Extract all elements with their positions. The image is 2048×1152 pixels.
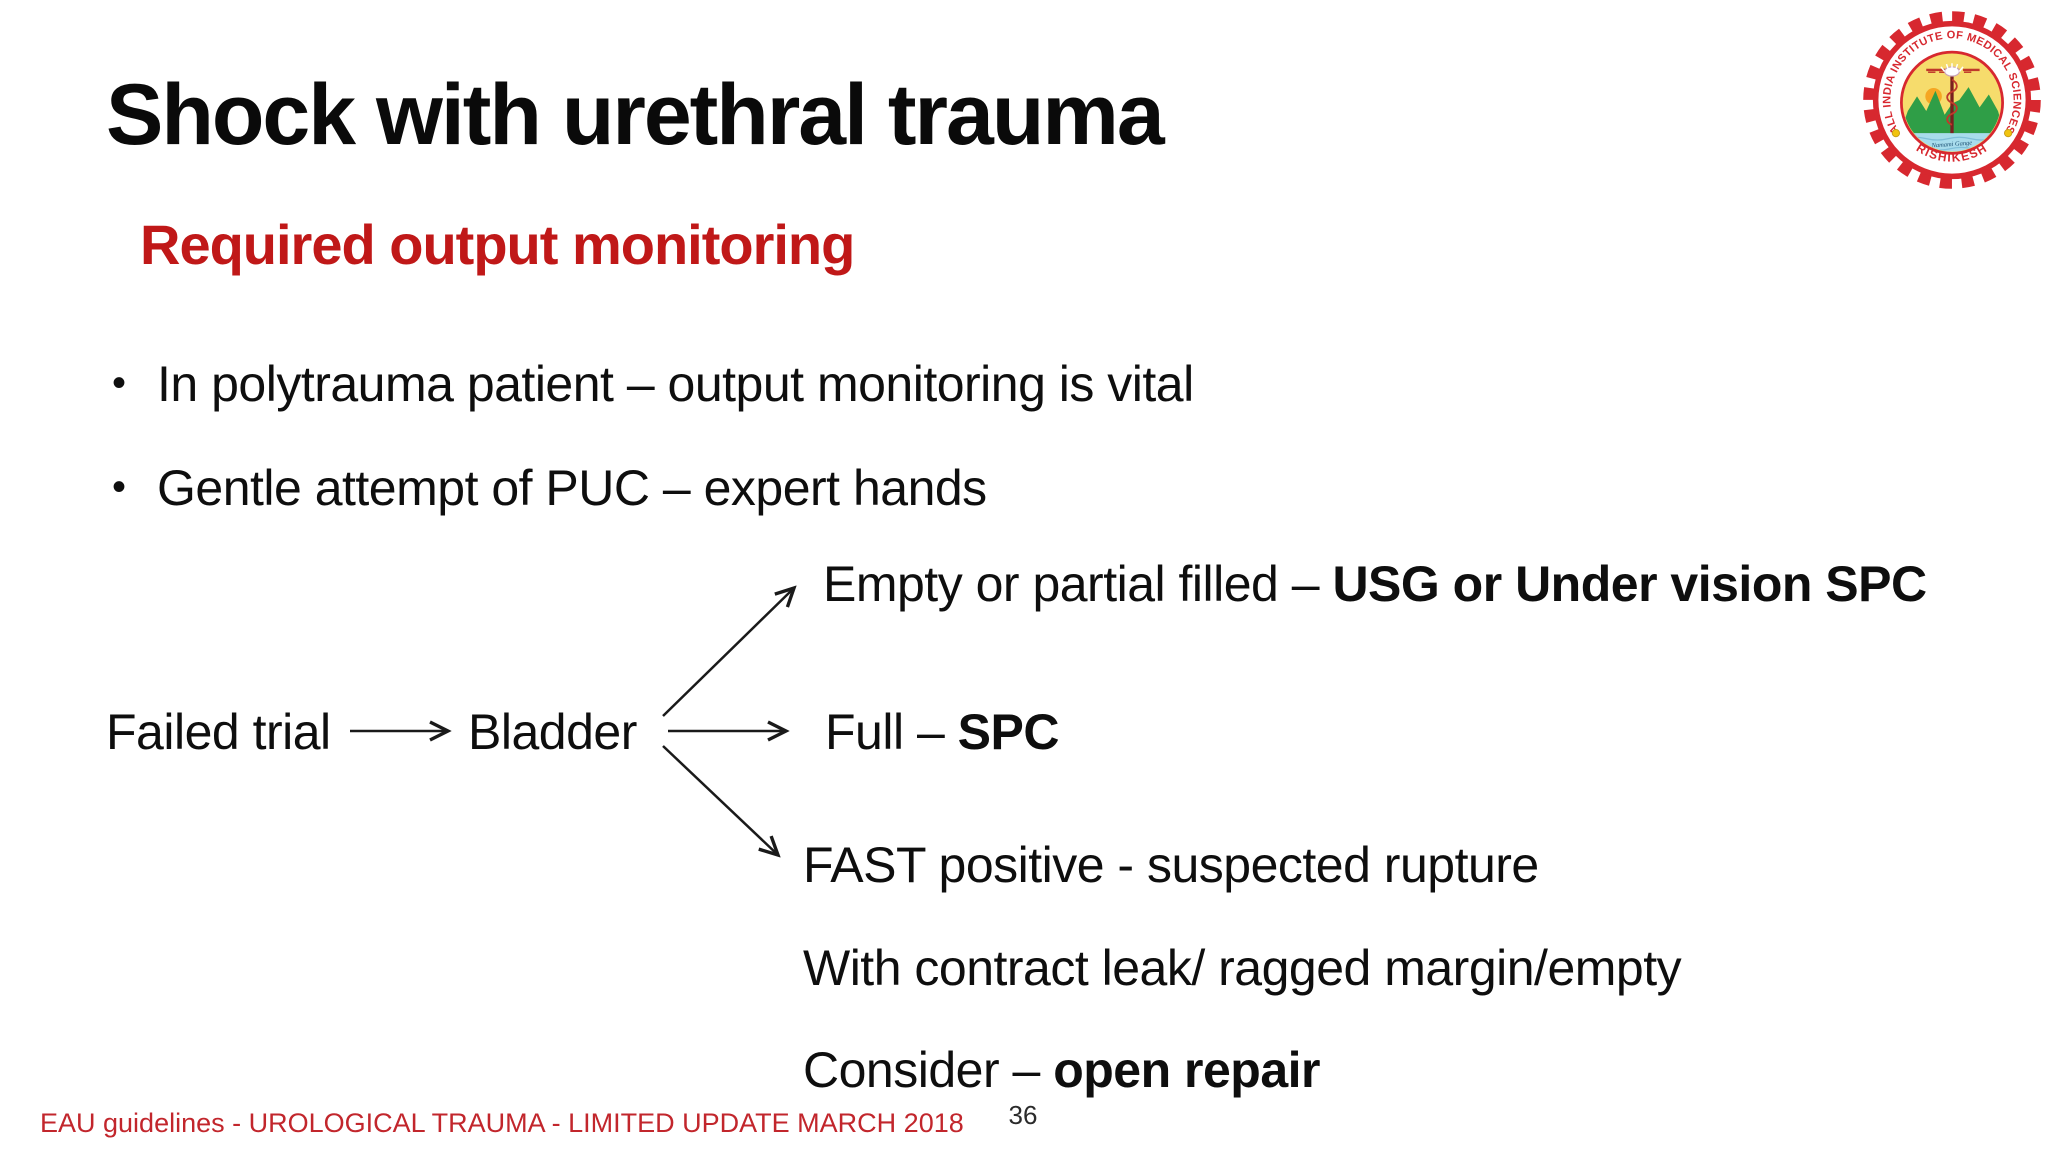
bullet-dot-icon: • [112,361,126,406]
logo-lotus-petals [1940,63,1964,72]
bullet-item-1: • In polytrauma patient – output monitor… [112,358,1194,410]
slide-footer-citation: EAU guidelines - UROLOGICAL TRAUMA - LIM… [40,1108,964,1138]
diagram-node-failed-trial: Failed trial [106,704,331,760]
bullet-item-2: • Gentle attempt of PUC – expert hands [112,462,987,514]
arrow-bladder-to-empty [662,588,794,717]
logo-snake-icon [1946,78,1958,126]
arrow-bladder-to-fast [662,745,778,855]
diagram-branch-empty: Empty or partial filled – USG or Under v… [823,558,1927,610]
page-number: 36 [1008,1100,1038,1130]
diagram-branch-full: Full – SPC [825,706,1059,758]
branch-empty-text: Empty or partial filled – [823,556,1333,612]
diagram-node-bladder: Bladder [468,704,637,760]
logo-left-dot-icon [1891,128,1901,138]
diagram-branch-consider: Consider – open repair [803,1044,1320,1096]
page-title: Shock with urethral trauma [106,67,1165,163]
branch-consider-text: Consider – [803,1042,1054,1098]
bullet-dot-icon: • [112,465,126,510]
slide-subtitle: Required output monitoring [140,213,855,276]
aiims-rishikesh-logo: ALL INDIA INSTITUTE OF MEDICAL SCIENCES … [1863,11,2041,189]
logo-water-text: Namami Gange [1930,140,1972,150]
branch-full-text: Full – [825,704,958,760]
branch-consider-bold: open repair [1053,1042,1320,1098]
bullet-text: In polytrauma patient – output monitorin… [157,356,1194,412]
diagram-branch-fast-line2: With contract leak/ ragged margin/empty [803,940,1682,996]
logo-right-dot-icon [2003,128,2013,138]
bullet-text: Gentle attempt of PUC – expert hands [157,460,987,516]
diagram-branch-fast: FAST positive - suspected rupture [803,837,1539,893]
branch-full-bold: SPC [957,704,1060,760]
branch-empty-bold: USG or Under vision SPC [1332,556,1927,612]
